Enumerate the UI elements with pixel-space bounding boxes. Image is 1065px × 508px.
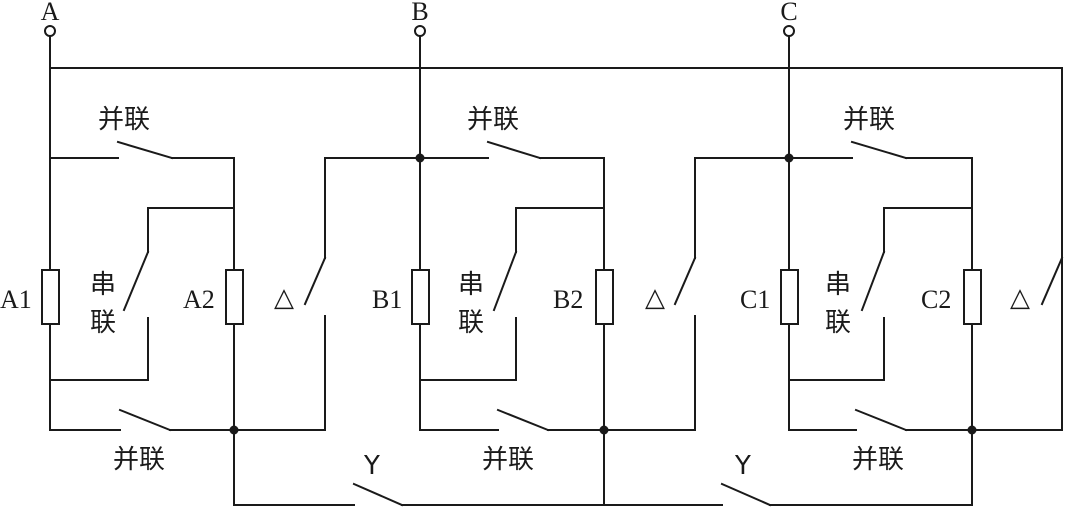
terminal-b-label: B xyxy=(411,0,428,26)
delta-switch-label: △ xyxy=(1010,283,1030,313)
parallel-switch-label: 并联 xyxy=(467,105,519,135)
winding-a1-coil xyxy=(41,269,60,325)
junction-dot xyxy=(967,425,977,435)
delta-switch-label: △ xyxy=(645,283,665,313)
parallel-switch-label: 并联 xyxy=(852,445,904,475)
winding-a2-coil xyxy=(225,269,244,325)
terminal-b-circle xyxy=(414,25,426,37)
winding-b1-label: B1 xyxy=(372,285,402,314)
terminal-a-label: A xyxy=(41,0,60,26)
junction-dot xyxy=(599,425,609,435)
winding-b2-coil xyxy=(595,269,614,325)
series-switch-label-top: 串 xyxy=(90,270,116,300)
junction-dot xyxy=(229,425,239,435)
winding-b1: B1 xyxy=(372,269,430,325)
winding-c1-coil xyxy=(780,269,799,325)
junction-dot xyxy=(784,153,794,163)
delta-switch-label: △ xyxy=(274,283,294,313)
winding-c2-coil xyxy=(963,269,982,325)
series-switch-label-bottom: 联 xyxy=(825,308,851,338)
terminal-a: A xyxy=(41,0,60,37)
winding-a2: A2 xyxy=(183,269,244,325)
series-switch-label-top: 串 xyxy=(458,270,484,300)
winding-a1-label: A1 xyxy=(0,285,32,314)
parallel-switch-label: 并联 xyxy=(482,445,534,475)
wiring xyxy=(49,35,1064,507)
winding-b2: B2 xyxy=(553,269,614,325)
terminal-c: C xyxy=(780,0,798,37)
winding-b1-coil xyxy=(411,269,430,325)
terminal-b: B xyxy=(411,0,429,37)
winding-c2: C2 xyxy=(921,269,982,325)
winding-a1: A1 xyxy=(0,269,60,325)
junction-dot xyxy=(415,153,425,163)
series-switch-label-bottom: 联 xyxy=(458,308,484,338)
winding-c2-label: C2 xyxy=(921,285,951,314)
parallel-switch-label: 并联 xyxy=(843,105,895,135)
wye-switch-label: Y xyxy=(363,451,380,481)
winding-c1: C1 xyxy=(740,269,799,325)
parallel-switch-label: 并联 xyxy=(113,445,165,475)
terminal-a-circle xyxy=(44,25,56,37)
junction-dots xyxy=(229,153,977,435)
terminal-c-circle xyxy=(783,25,795,37)
parallel-switch-label: 并联 xyxy=(98,105,150,135)
winding-c1-label: C1 xyxy=(740,285,770,314)
winding-a2-label: A2 xyxy=(183,285,215,314)
series-switch-label-top: 串 xyxy=(825,270,851,300)
wye-switch-label: Y xyxy=(734,451,751,481)
terminal-c-label: C xyxy=(780,0,797,26)
winding-b2-label: B2 xyxy=(553,285,583,314)
series-switch-label-bottom: 联 xyxy=(90,308,116,338)
